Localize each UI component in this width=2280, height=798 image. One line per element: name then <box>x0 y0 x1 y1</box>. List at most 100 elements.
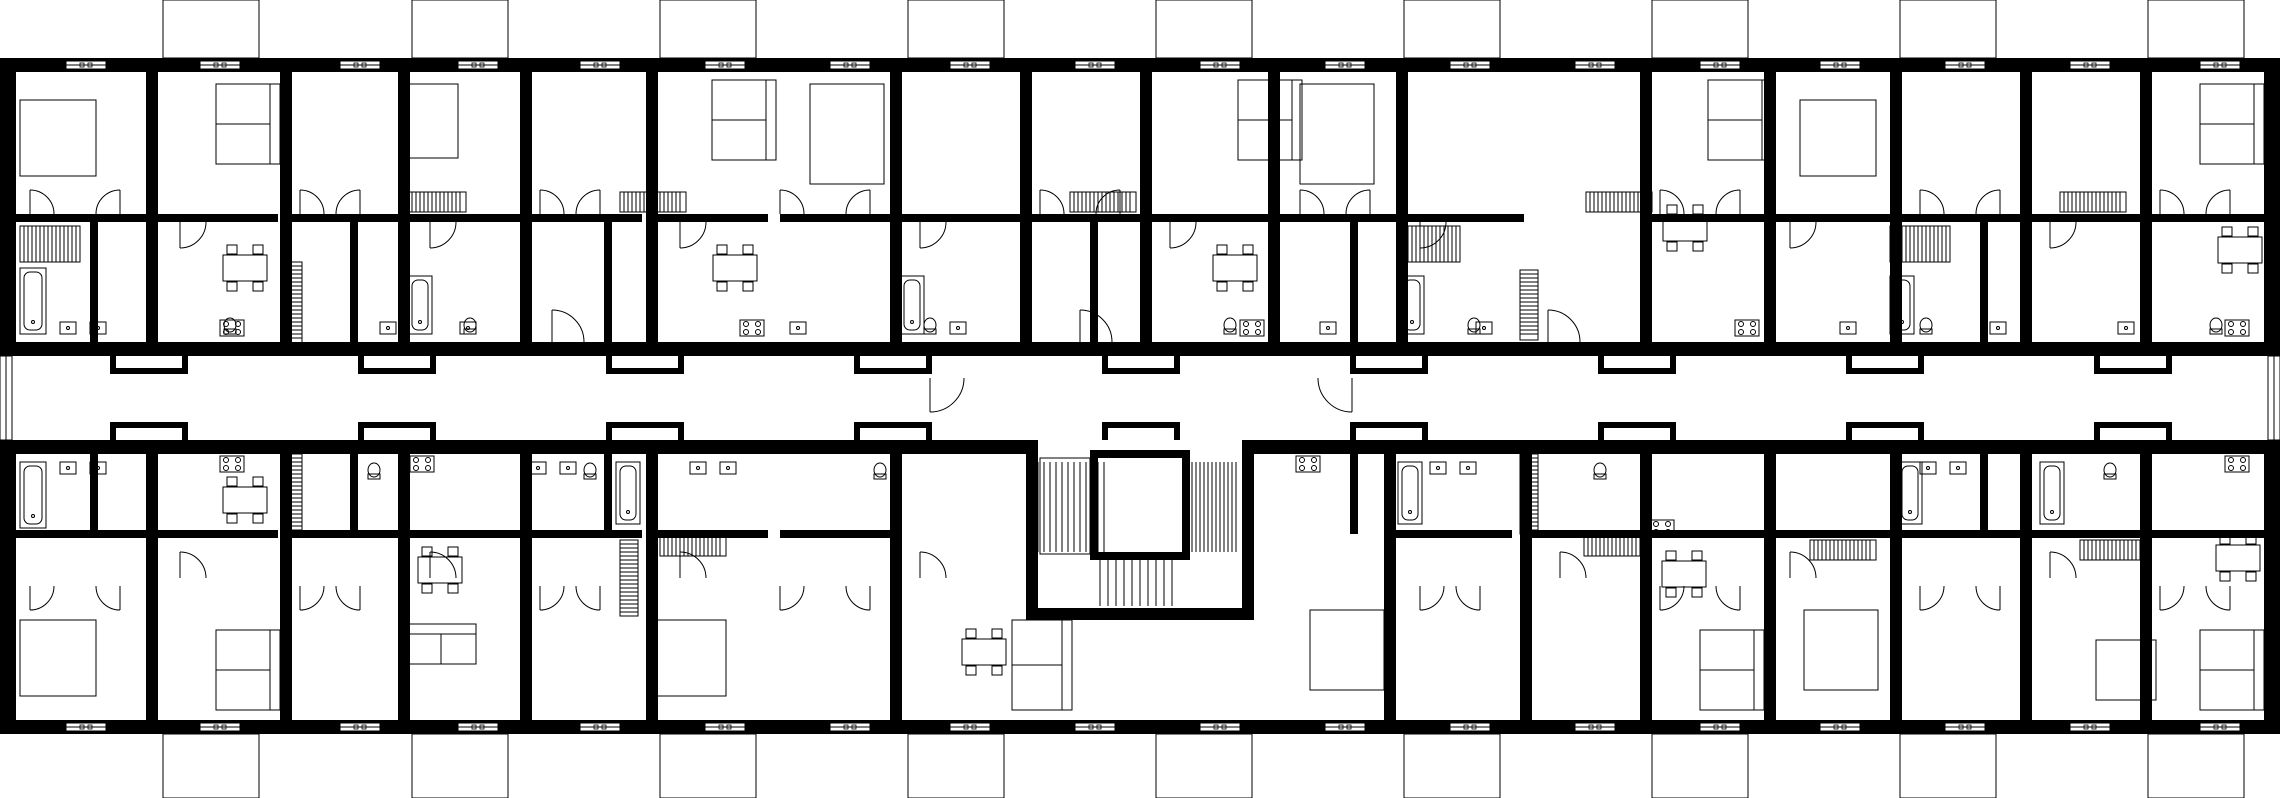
door-swing-icon <box>679 221 707 249</box>
toilet-icon <box>1467 317 1481 335</box>
door-swing-icon <box>1659 585 1685 611</box>
door-arc <box>779 189 805 215</box>
bathtub-icon <box>1889 275 1915 335</box>
sink-icon <box>949 321 967 335</box>
bed-icon <box>1799 99 1877 177</box>
door-arc <box>1317 377 1353 413</box>
door-swing-icon <box>1919 189 1945 215</box>
toilet-bowl <box>1593 462 1607 478</box>
wall <box>2152 214 2264 222</box>
burner <box>2240 321 2246 327</box>
window-sash <box>843 62 849 68</box>
door-swing-icon <box>95 585 121 611</box>
sink-basin <box>1429 461 1447 475</box>
door-swing-icon <box>1715 189 1741 215</box>
door-swing-icon <box>429 221 457 249</box>
wall <box>1652 214 1764 222</box>
table-top <box>712 254 758 282</box>
chair <box>1691 587 1703 598</box>
door-swing-icon <box>539 189 565 215</box>
window-sash <box>1221 724 1227 730</box>
wall <box>1280 214 1396 222</box>
wall <box>1640 454 1652 720</box>
toilet-tank <box>1223 328 1237 335</box>
sink-drain <box>696 466 700 470</box>
table-top <box>2215 544 2261 572</box>
chair <box>2221 263 2233 274</box>
window-icon <box>704 60 746 70</box>
window-icon <box>1574 722 1616 732</box>
door-swing-icon <box>1919 585 1945 611</box>
wall <box>1384 454 1396 720</box>
window-sash <box>1463 724 1469 730</box>
table-top <box>417 556 463 584</box>
toilet-tank <box>2209 328 2223 335</box>
wall <box>16 530 146 538</box>
tub-inner <box>1401 465 1419 521</box>
burner <box>1653 521 1659 527</box>
wall <box>0 440 1030 454</box>
niche-inner <box>1852 356 1918 368</box>
wardrobe-body <box>2059 191 2127 213</box>
stair-icon <box>1026 440 1254 620</box>
sink-basin <box>1839 321 1857 335</box>
door-swing-icon <box>1547 309 1581 343</box>
table-top <box>961 638 1007 666</box>
niche <box>1350 356 1428 440</box>
balcony-slab <box>659 0 757 59</box>
window-sash <box>353 724 359 730</box>
burner <box>2228 465 2234 471</box>
tub-drain <box>910 320 914 324</box>
bathtub-icon <box>1897 461 1923 525</box>
bed-icon <box>649 619 727 697</box>
door-arc <box>1547 309 1581 343</box>
toilet-tank <box>923 328 937 335</box>
window-sash <box>1471 724 1477 730</box>
toilet-tank <box>2103 473 2117 480</box>
chair <box>2219 571 2231 582</box>
wall <box>1268 72 1280 342</box>
bathtub-icon <box>1399 275 1425 335</box>
niche <box>110 356 188 440</box>
chair <box>991 665 1003 676</box>
wall <box>604 454 612 534</box>
window-icon <box>2267 355 2280 441</box>
burner <box>235 321 241 327</box>
burner <box>1255 329 1261 335</box>
door-swing-icon <box>1345 189 1371 215</box>
wardrobe-icon <box>1399 225 1461 263</box>
door-arc <box>1345 189 1371 215</box>
door-arc <box>1559 551 1587 579</box>
window-sash <box>1346 724 1352 730</box>
toilet-bowl <box>1467 317 1481 333</box>
door-swing-icon <box>2159 585 2185 611</box>
sink-basin <box>1475 321 1493 335</box>
sink-icon <box>59 461 77 475</box>
wall <box>1980 454 1988 534</box>
toilet-icon <box>1593 462 1607 480</box>
window-icon <box>1199 60 1241 70</box>
window-sash <box>1588 724 1594 730</box>
table-top <box>222 254 268 282</box>
stove-top <box>219 455 245 473</box>
window-icon <box>1324 722 1366 732</box>
window-sash <box>2091 724 2097 730</box>
burner <box>1299 465 1305 471</box>
window-sash <box>851 62 857 68</box>
door-swing-icon <box>779 189 805 215</box>
tub-drain <box>31 320 35 324</box>
stove-top <box>1734 319 1760 337</box>
door-swing-icon <box>1039 189 1065 215</box>
window-sash <box>1088 62 1094 68</box>
burner <box>2228 457 2234 463</box>
wall <box>1408 214 1524 222</box>
door-swing-icon <box>1975 585 2001 611</box>
balcony-slab <box>1155 733 1253 798</box>
window-sash <box>851 724 857 730</box>
niche-inner <box>364 428 430 440</box>
stove-icon <box>2224 455 2250 473</box>
door-swing-icon <box>919 221 947 249</box>
toilet-tank <box>367 473 381 480</box>
bed-icon <box>1299 83 1375 185</box>
